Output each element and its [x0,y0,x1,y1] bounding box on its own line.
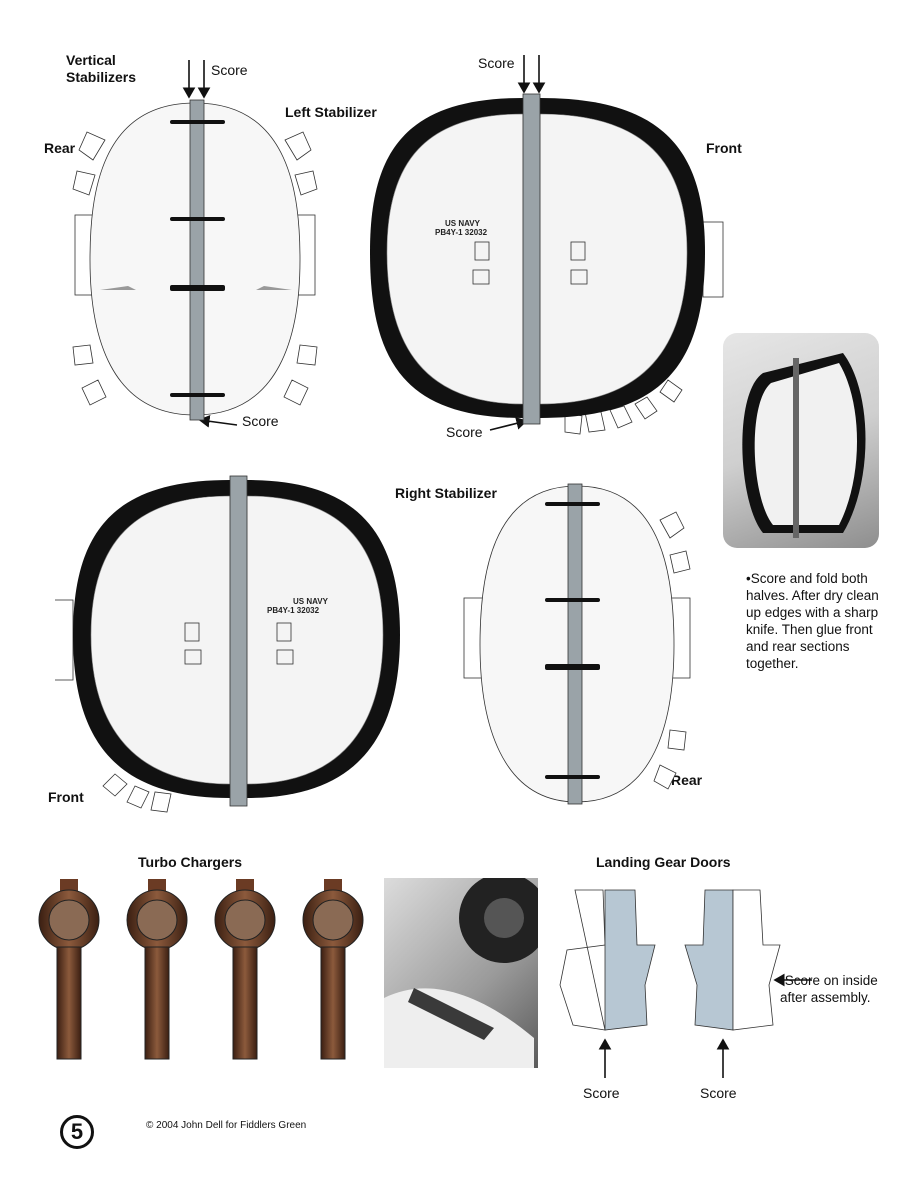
copyright: © 2004 John Dell for Fiddlers Green [146,1120,307,1131]
landing-gear-doors-label: Landing Gear Doors [596,854,731,870]
doors-instructions: •Score on inside after assembly. [780,973,878,1005]
door-left-blue [604,889,656,1031]
left-stabilizer-label: Left Stabilizer [285,104,377,120]
front-label-top: Front [706,140,742,156]
right-stabilizer-part: US NAVY PB4Y-1 32032 [55,475,400,813]
turbo-4 [302,879,364,1060]
score-label-left-bottom: Score [446,424,483,440]
score-label-left-top: Score [478,55,515,71]
rear-label-bottom: Rear [671,772,703,788]
stabilizer-photo [723,333,879,548]
arrow-left-bottom [489,417,528,431]
door-right-blue [684,889,734,1031]
left-marking-line1: US NAVY [445,219,481,228]
score-label-vs-bottom: Score [242,413,279,429]
score-label-vs-top: Score [211,62,248,78]
rear-label-top: Rear [44,140,76,156]
right-marking-line2: PB4Y-1 32032 [267,606,320,615]
turbo-2 [126,879,188,1060]
turbo-1 [38,879,100,1060]
score-label-door-left: Score [583,1085,620,1101]
rear-stabilizer-part [463,483,691,805]
landing-gear-doors-part [559,889,781,1031]
left-marking-line2: PB4Y-1 32032 [435,228,488,237]
stabilizer-instructions: •Score and fold both halves. After dry c… [746,571,879,671]
arrow-vs-bottom [198,414,238,428]
turbo-chargers-part [38,879,364,1060]
vertical-stabilizers-label: Vertical Stabilizers [66,52,137,85]
right-stabilizer-label: Right Stabilizer [395,485,497,501]
landing-gear-photo [384,878,538,1068]
door-left-white [559,889,606,1031]
turbo-chargers-label: Turbo Chargers [138,854,242,870]
left-stabilizer-part: US NAVY PB4Y-1 32032 [370,93,724,435]
page-number: 5 [60,1115,94,1149]
score-label-door-right: Score [700,1085,737,1101]
turbo-3 [214,879,276,1060]
vertical-stabilizer-part [72,99,318,421]
front-label-bottom: Front [48,789,84,805]
door-right-white [732,889,781,1031]
right-marking-line1: US NAVY [293,597,329,606]
